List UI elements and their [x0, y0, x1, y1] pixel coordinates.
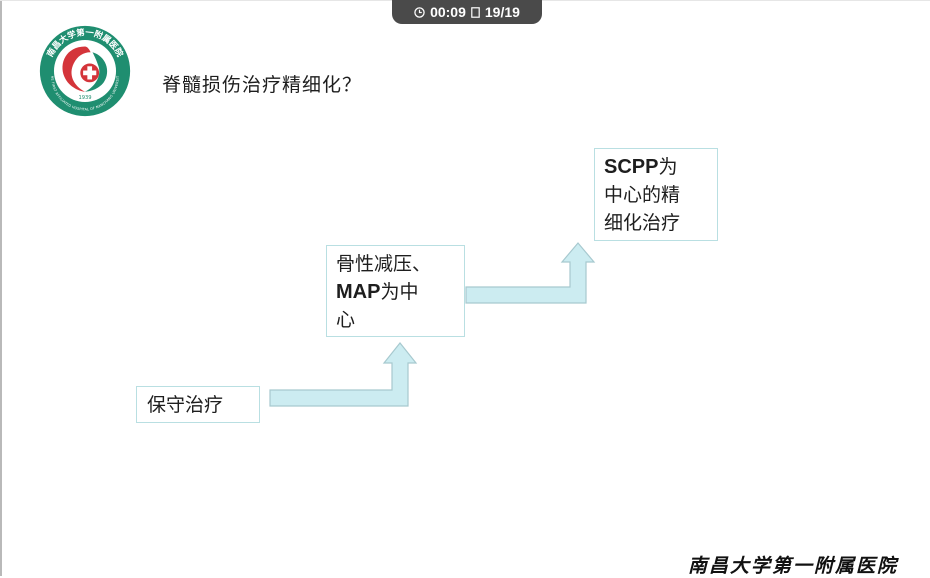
step-1-line-1: 保守治疗 [147, 394, 224, 416]
step-arrow-2 [465, 242, 596, 304]
step-3-line-2: 中心的精 [604, 184, 681, 206]
step-3-line-1: SCPP为 [604, 156, 678, 178]
clock-icon [414, 6, 425, 18]
step-box-conservative: 保守治疗 [136, 386, 260, 423]
slide-page-icon [471, 6, 480, 18]
medical-cross-icon [80, 63, 100, 83]
step-2-line-1: 骨性减压、 [336, 253, 432, 275]
window-left-border [0, 0, 2, 576]
hospital-logo: 南昌大学第一附属医院 THE FIRST AFFILIATED HOSPITAL… [38, 24, 131, 117]
step-2-line-2: MAP为中 [336, 281, 419, 303]
step-3-line-3: 细化治疗 [604, 212, 681, 234]
slide-title: 脊髓损伤治疗精细化？ [162, 74, 363, 96]
step-box-scpp: SCPP为 中心的精 细化治疗 [594, 148, 718, 241]
step-arrow-1 [269, 342, 418, 407]
hospital-name-footer: 南昌大学第一附属医院 [688, 555, 899, 577]
elapsed-time: 00:09 [430, 4, 466, 20]
slide-counter: 19/19 [484, 4, 520, 20]
step-box-decompression: 骨性减压、 MAP为中 心 [326, 245, 465, 337]
svg-text:1939: 1939 [78, 95, 91, 101]
step-2-line-3: 心 [336, 309, 356, 331]
playback-status-bar: 00:09 19/19 [392, 0, 542, 24]
